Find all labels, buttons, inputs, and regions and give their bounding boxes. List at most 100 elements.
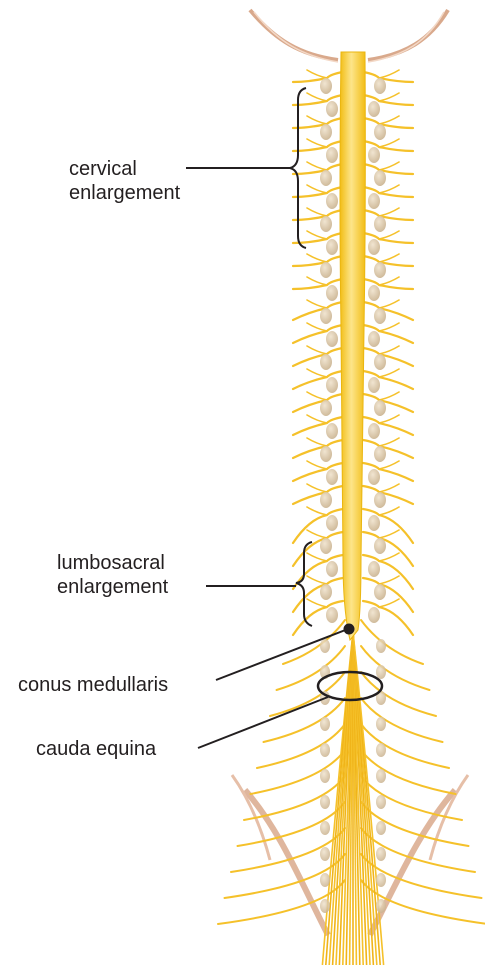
spinal-nerve-branch	[307, 346, 327, 354]
sacral-ganglion	[320, 743, 330, 757]
spinal-nerve-branch	[307, 438, 327, 446]
spinal-nerve-branch	[379, 369, 399, 377]
spinal-nerve-branch	[307, 507, 327, 515]
sacral-ganglion	[320, 717, 330, 731]
ganglion	[374, 124, 386, 140]
sacral-ganglion	[320, 795, 330, 809]
spinal-nerve-branch	[379, 323, 399, 331]
spinal-nerve-branch	[379, 231, 399, 239]
spinal-nerve-branch	[307, 300, 327, 308]
ganglion	[368, 239, 380, 255]
ganglion	[326, 469, 338, 485]
spinal-nerve-branch	[379, 530, 399, 538]
ganglion	[374, 584, 386, 600]
spinal-nerve	[363, 118, 413, 128]
spinal-nerve-branch	[379, 484, 399, 492]
ganglion	[326, 239, 338, 255]
ganglion	[368, 147, 380, 163]
sacral-ganglion	[320, 769, 330, 783]
sacral-ganglion	[320, 847, 330, 861]
spinal-nerve-branch	[307, 392, 327, 400]
ganglion	[368, 469, 380, 485]
cauda-equina-label: cauda equina	[36, 737, 156, 761]
ganglion	[326, 377, 338, 393]
ganglion	[374, 446, 386, 462]
spinal-nerve-branch	[307, 530, 327, 538]
ganglion	[326, 331, 338, 347]
ganglion	[326, 561, 338, 577]
ganglion	[320, 538, 332, 554]
spinal-nerve-branch	[379, 507, 399, 515]
spinal-nerve-branch	[307, 185, 327, 193]
spinal-nerve-branch	[379, 185, 399, 193]
lumbosacral-label-line2: enlargement	[57, 575, 168, 599]
spinal-nerve	[293, 72, 343, 82]
spinal-nerve-branch	[379, 576, 399, 584]
sacral-ganglion	[320, 821, 330, 835]
sacral-ganglion	[376, 743, 386, 757]
ganglion	[326, 193, 338, 209]
spinal-nerve	[363, 578, 413, 612]
spinal-nerve-branch	[307, 461, 327, 469]
lumbosacral-enlargement-label: lumbosacral enlargement	[57, 551, 168, 599]
ganglion	[374, 492, 386, 508]
ganglion	[368, 607, 380, 623]
ganglion	[320, 354, 332, 370]
ganglion	[320, 308, 332, 324]
ganglion	[320, 170, 332, 186]
spinal-nerve-branch	[307, 208, 327, 216]
ganglion	[320, 262, 332, 278]
ganglion	[326, 285, 338, 301]
spinal-nerve-branch	[307, 162, 327, 170]
spinal-nerve-branch	[379, 300, 399, 308]
spinal-nerve-branch	[307, 254, 327, 262]
spinal-nerve	[293, 164, 343, 174]
sacral-ganglion	[376, 795, 386, 809]
spinal-nerve-branch	[379, 116, 399, 124]
cervical-enlargement-label: cervical enlargement	[69, 157, 180, 205]
spinal-nerve-branch	[307, 323, 327, 331]
spinal-nerve-branch	[379, 346, 399, 354]
spinal-nerve-branch	[379, 438, 399, 446]
spinal-nerve-branch	[379, 392, 399, 400]
ganglion	[368, 561, 380, 577]
ganglion	[326, 515, 338, 531]
spinal-nerve-branch	[379, 277, 399, 285]
spinal-nerve-branch	[379, 93, 399, 101]
ganglion	[374, 308, 386, 324]
spinal-nerve-branch	[307, 139, 327, 147]
spinal-nerve	[363, 164, 413, 174]
spinal-nerve-branch	[379, 461, 399, 469]
sacral-ganglion	[376, 821, 386, 835]
ganglion	[368, 423, 380, 439]
ganglion	[374, 170, 386, 186]
cervical-label-line1: cervical	[69, 157, 180, 181]
ganglion	[326, 423, 338, 439]
spinal-nerve-branch	[379, 70, 399, 78]
spinal-nerve-branch	[379, 254, 399, 262]
ganglion	[320, 446, 332, 462]
spinal-nerve-branch	[379, 415, 399, 423]
ganglion	[320, 584, 332, 600]
ganglion	[374, 400, 386, 416]
ganglion	[368, 193, 380, 209]
spinal-nerve-branch	[307, 231, 327, 239]
spinal-nerve-branch	[379, 599, 399, 607]
spinal-nerve	[293, 256, 343, 266]
ganglion	[326, 607, 338, 623]
sacral-ganglion	[320, 873, 330, 887]
spinal-nerve-branch	[307, 553, 327, 561]
ganglion	[320, 78, 332, 94]
sacral-ganglion	[320, 899, 330, 913]
ganglion	[368, 285, 380, 301]
spinal-nerve	[363, 532, 413, 566]
ganglion	[368, 331, 380, 347]
cauda-equina-strands	[322, 632, 383, 965]
spinal-nerve-branch	[307, 576, 327, 584]
sacral-ganglion	[376, 873, 386, 887]
spinal-nerve-branch	[379, 208, 399, 216]
ganglion	[374, 262, 386, 278]
cauda-leader	[198, 697, 328, 748]
spinal-nerve-branch	[379, 162, 399, 170]
